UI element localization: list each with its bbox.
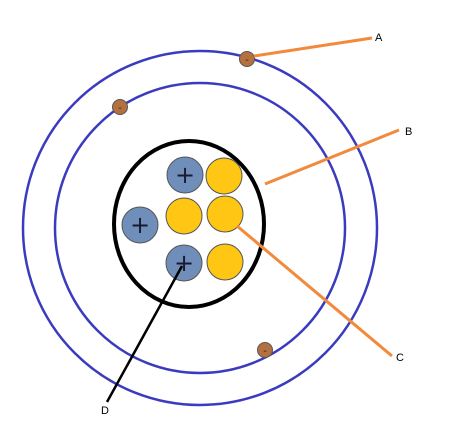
pointer-line-c bbox=[236, 224, 393, 358]
proton-sign: + bbox=[130, 211, 150, 239]
neutron bbox=[165, 197, 203, 235]
proton-sign: + bbox=[175, 161, 195, 189]
electron-sign: - bbox=[118, 103, 122, 114]
label-d: D bbox=[101, 405, 109, 417]
label-a: A bbox=[375, 32, 383, 44]
electron-sign: - bbox=[245, 55, 249, 66]
neutron bbox=[206, 243, 244, 281]
outer-orbit bbox=[21, 49, 379, 407]
pointer-line-a bbox=[253, 36, 373, 58]
proton: + bbox=[165, 244, 203, 282]
pointer-line-d bbox=[105, 265, 184, 403]
electron: - bbox=[112, 99, 128, 115]
proton: + bbox=[166, 156, 204, 194]
neutron bbox=[206, 195, 244, 233]
electron: - bbox=[239, 51, 255, 67]
pointer-line-b bbox=[264, 128, 400, 186]
nucleus-boundary bbox=[112, 139, 266, 309]
electron: - bbox=[257, 342, 273, 358]
label-b: B bbox=[405, 126, 412, 138]
inner-orbit bbox=[53, 81, 347, 375]
electron-sign: - bbox=[263, 346, 267, 357]
proton: + bbox=[121, 206, 159, 244]
neutron bbox=[205, 157, 243, 195]
label-c: C bbox=[396, 352, 404, 364]
